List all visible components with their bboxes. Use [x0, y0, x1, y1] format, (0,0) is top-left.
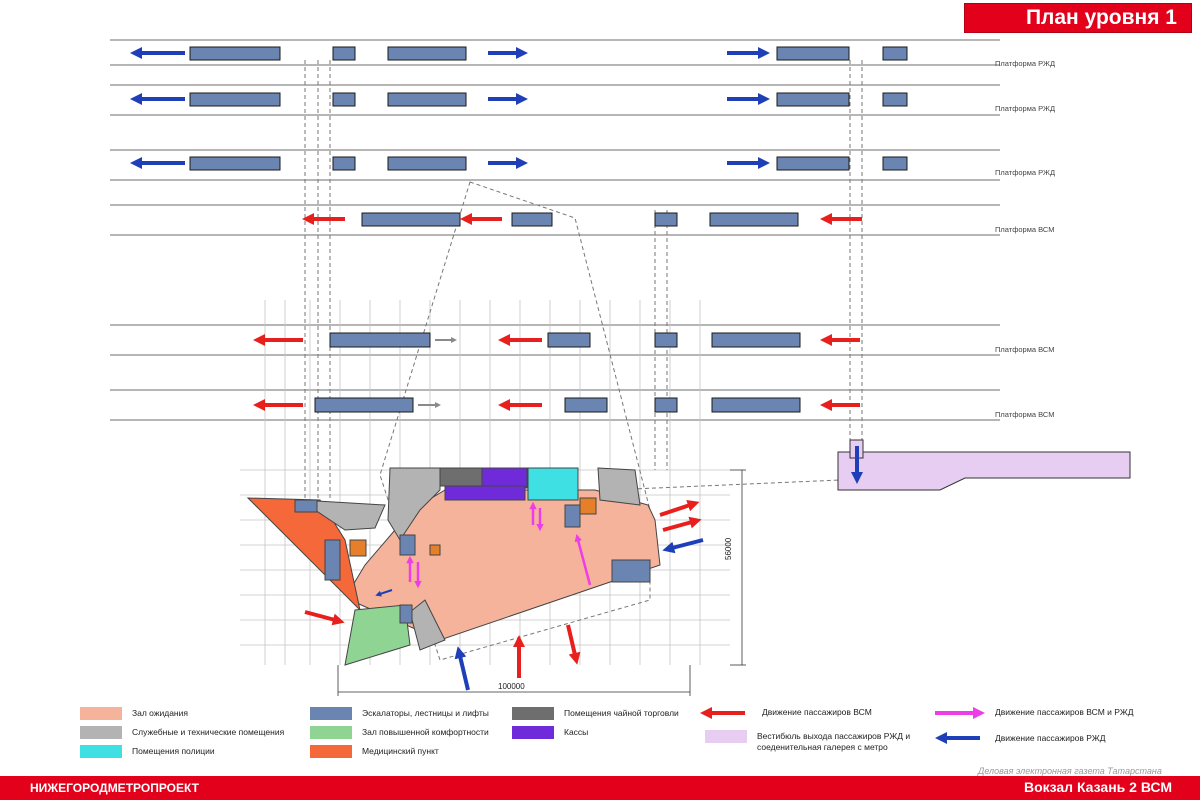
legend-ticket-office: Кассы: [512, 726, 588, 739]
legend-label: Эскалаторы, лестницы и лифты: [362, 708, 489, 718]
legend-medical: Медицинский пункт: [310, 745, 439, 758]
legend-police: Помещения полиции: [80, 745, 215, 758]
dimension-depth: 56000: [724, 537, 733, 560]
legend-label: Вестибюль выхода пассажиров РЖД и соеден…: [757, 731, 911, 752]
platform-label: Платформа ВСМ: [995, 225, 1055, 234]
legend-flow-combined: Движение пассажиров ВСМ и РЖД: [995, 707, 1134, 717]
platform-stair-blocks: [189, 46, 908, 413]
footer-project: Вокзал Казань 2 ВСМ: [1023, 779, 1172, 795]
legend-label: Помещения полиции: [132, 746, 215, 756]
hall-arrows-rzd: [454, 538, 704, 691]
legend-vestibule: Вестибюль выхода пассажиров РЖД и соеден…: [705, 730, 945, 753]
legend-swatch: [310, 745, 352, 758]
legend-swatch: [80, 726, 122, 739]
legend-label: Кассы: [564, 727, 589, 737]
station-hall: [246, 467, 661, 666]
legend-swatch: [310, 726, 352, 739]
dashed-connections: [304, 60, 863, 661]
legend-tea-trade: Помещения чайной торговли: [512, 707, 679, 720]
platform-label: Платформа РЖД: [995, 104, 1056, 113]
platform-label: Платформа РЖД: [995, 59, 1056, 68]
dimension-width: 100000: [498, 682, 525, 691]
legend-swatch: [705, 730, 747, 743]
legend-swatch: [512, 726, 554, 739]
watermark: Деловая электронная газета Татарстана: [978, 766, 1162, 776]
track-lines: [110, 39, 1000, 421]
platform-arrows-vsm: [253, 213, 862, 411]
legend-waiting-hall: Зал ожидания: [80, 707, 188, 720]
platform-label: Платформа ВСМ: [995, 410, 1055, 419]
hall-arrows-vsm: [304, 499, 702, 678]
legend-comfort-hall: Зал повышенной комфортности: [310, 726, 489, 739]
dimension-lines: [337, 469, 746, 696]
legend-swatch: [310, 707, 352, 720]
legend-label: Помещения чайной торговли: [564, 708, 679, 718]
footer-bar: НИЖЕГОРОДМЕТРОПРОЕКТ Вокзал Казань 2 ВСМ: [0, 776, 1200, 800]
legend-label: Зал ожидания: [132, 708, 188, 718]
legend-service-rooms: Служебные и технические помещения: [80, 726, 284, 739]
legend-flow-rzd: Движение пассажиров РЖД: [995, 733, 1106, 743]
page-title: План уровня 1: [964, 3, 1192, 33]
hall-arrows-combined: [406, 501, 592, 589]
platform-label: Платформа РЖД: [995, 168, 1056, 177]
legend-escalators: Эскалаторы, лестницы и лифты: [310, 707, 489, 720]
legend-label: Зал повышенной комфортности: [362, 727, 489, 737]
legend-label: Медицинский пункт: [362, 746, 439, 756]
legend-swatch: [512, 707, 554, 720]
legend-label: Служебные и технические помещения: [132, 727, 285, 737]
footer-company: НИЖЕГОРОДМЕТРОПРОЕКТ: [30, 781, 199, 795]
legend-flow-arrows: [700, 707, 985, 744]
metro-vestibule: [837, 439, 1131, 491]
hall-arrows-small-blue: [375, 589, 393, 597]
legend-swatch: [80, 745, 122, 758]
platform-arrows-rzd: [130, 47, 770, 169]
platform-label: Платформа ВСМ: [995, 345, 1055, 354]
legend-swatch: [80, 707, 122, 720]
level-plan-diagram: [110, 39, 1131, 744]
legend-flow-vsm: Движение пассажиров ВСМ: [762, 707, 872, 717]
platform-arrows-gray: [418, 337, 457, 408]
